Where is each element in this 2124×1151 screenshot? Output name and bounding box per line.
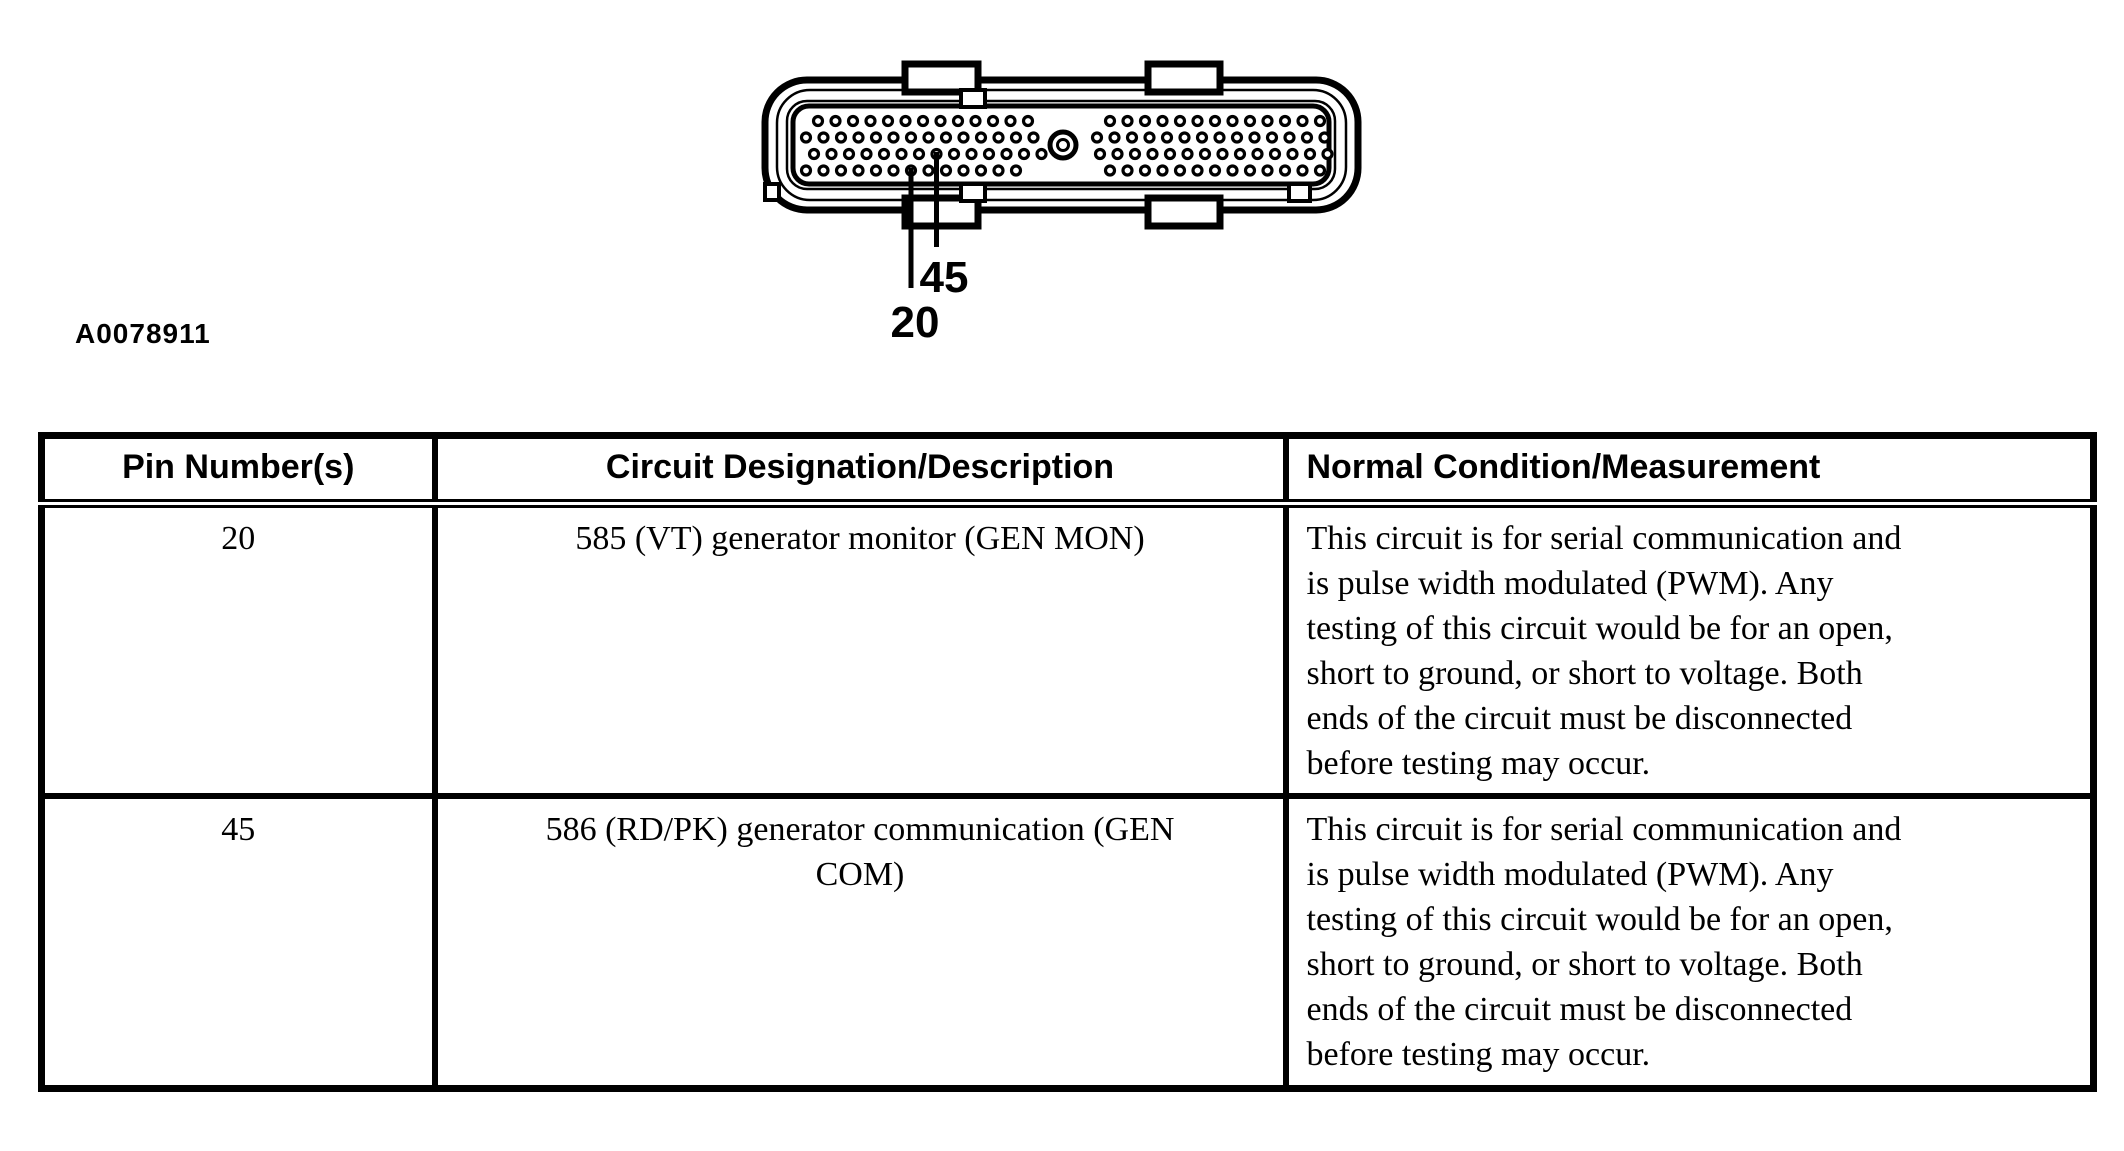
connector-inner-outline [775, 88, 1348, 202]
figure-id: A0078911 [75, 318, 211, 349]
key-notch-bottom-right [1287, 182, 1312, 203]
circuit-cell: 586 (RD/PK) generator communication (GEN… [431, 793, 1289, 1092]
pin-table: Pin Number(s) Circuit Designation/Descri… [38, 432, 2097, 1092]
pin-holes [799, 114, 1334, 177]
table-row: 20 585 (VT) generator monitor (GEN MON) … [38, 500, 2097, 799]
header-pin-numbers: Pin Number(s) [38, 432, 438, 508]
connector-diagram [761, 60, 1362, 288]
table-row: 45 586 (RD/PK) generator communication (… [38, 793, 2097, 1092]
table-header-row: Pin Number(s) Circuit Designation/Descri… [38, 432, 2097, 508]
pin-callout-45: 45 [919, 253, 969, 302]
key-notch-top-center [959, 88, 987, 109]
mount-tab-bottom-right [1144, 194, 1224, 230]
key-notch-left [763, 182, 781, 202]
mount-tab-top-right [1144, 60, 1224, 96]
pin-callout-20: 20 [890, 298, 940, 347]
mount-tab-bottom-left [901, 194, 982, 230]
condition-cell: This circuit is for serial communication… [1282, 793, 2097, 1092]
key-notch-bottom-center [959, 182, 987, 203]
circuit-cell: 585 (VT) generator monitor (GEN MON) [431, 500, 1289, 799]
header-normal-condition: Normal Condition/Measurement [1282, 432, 2097, 508]
screw-boss-inner [1056, 138, 1070, 152]
condition-cell: This circuit is for serial communication… [1282, 500, 2097, 799]
mount-tab-top-left [901, 60, 982, 96]
pin-cell: 45 [38, 793, 438, 1092]
pin-cell: 20 [38, 500, 438, 799]
header-circuit-designation: Circuit Designation/Description [431, 432, 1289, 508]
